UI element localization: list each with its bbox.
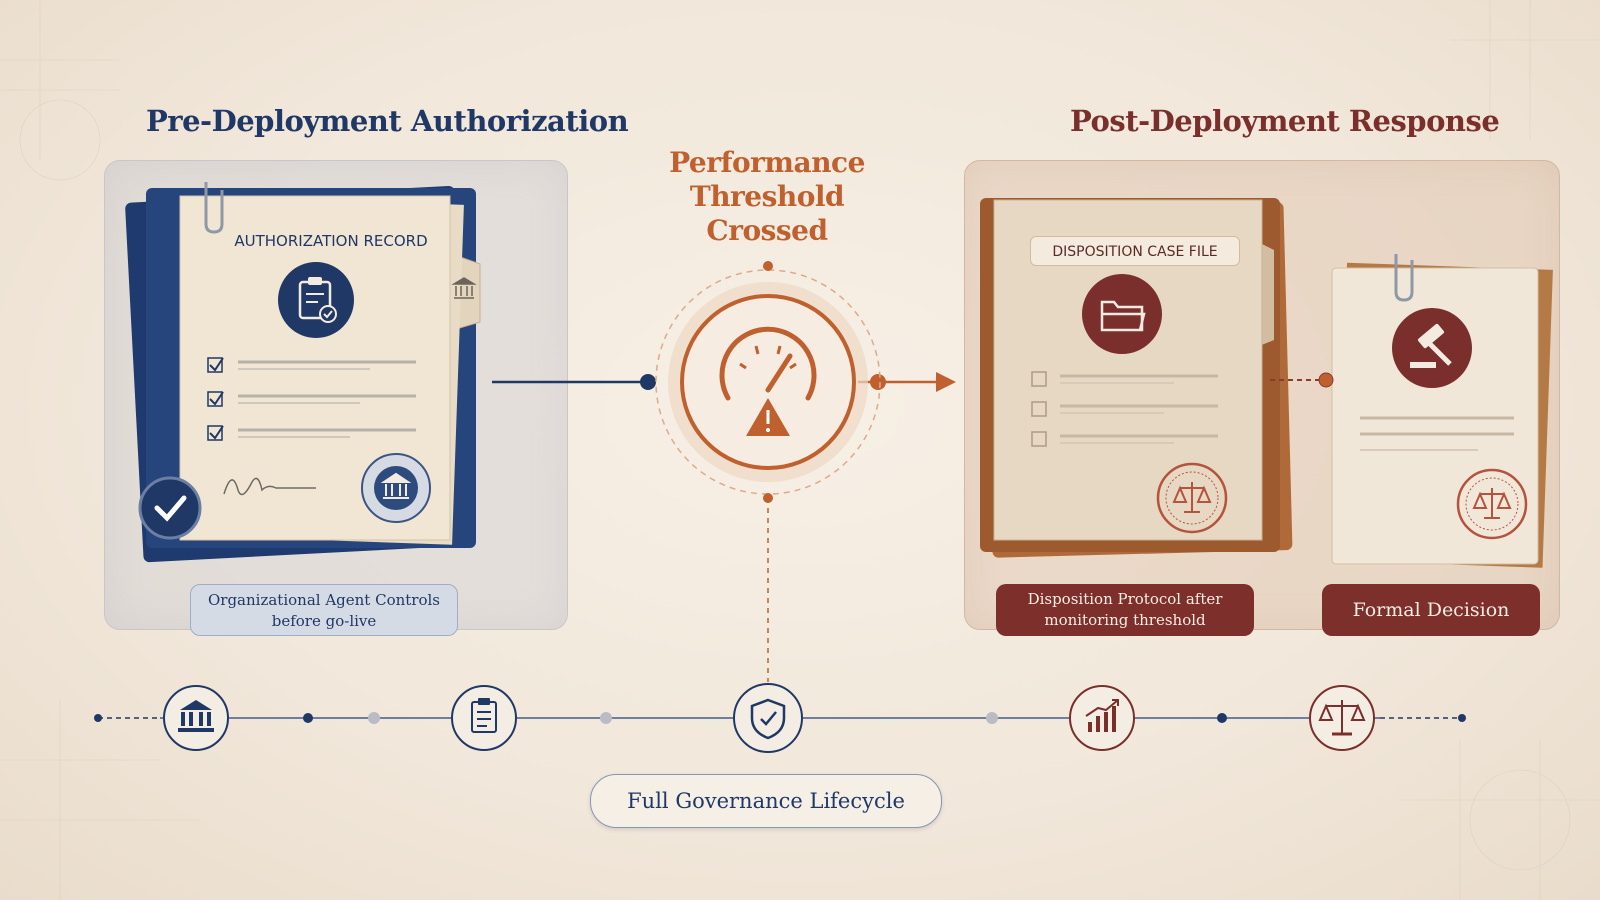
check-badge-icon (138, 476, 202, 540)
threshold-gauge (680, 294, 856, 470)
speedometer-icon (719, 326, 817, 401)
bank-icon (451, 277, 477, 299)
authorization-record-stack (125, 182, 481, 563)
formal-decision-sheet (1331, 254, 1553, 568)
paperclip-icon (1394, 254, 1414, 302)
connector-dot (640, 374, 656, 390)
post-deployment-heading: Post-Deployment Response (1070, 104, 1500, 138)
clipboard-icon (451, 685, 517, 751)
bar-chart-icon (1069, 685, 1135, 751)
threshold-heading: Performance Threshold Crossed (669, 146, 865, 247)
authorization-record-title: AUTHORIZATION RECORD (234, 232, 428, 250)
paperclip-icon (204, 182, 224, 234)
bank-icon (163, 685, 229, 751)
arrow-right-icon (936, 372, 956, 392)
authorization-caption: Organizational Agent Controls before go-… (190, 584, 458, 636)
case-checklist (1031, 371, 1218, 447)
lifecycle-label: Full Governance Lifecycle (590, 774, 942, 828)
shield-check-icon (733, 683, 803, 753)
decision-paper (1331, 267, 1539, 565)
formal-decision-label: Formal Decision (1322, 584, 1540, 636)
checklist (207, 357, 416, 441)
signature (223, 477, 316, 496)
scales-icon (1309, 685, 1375, 751)
pre-deployment-heading: Pre-Deployment Authorization (146, 104, 629, 138)
scales-seal-icon (1156, 462, 1228, 534)
disposition-case-title: DISPOSITION CASE FILE (1030, 236, 1240, 266)
scales-seal-icon (1456, 468, 1528, 540)
disposition-caption: Disposition Protocol after monitoring th… (996, 584, 1254, 636)
threshold-dashed-ring (655, 269, 881, 495)
